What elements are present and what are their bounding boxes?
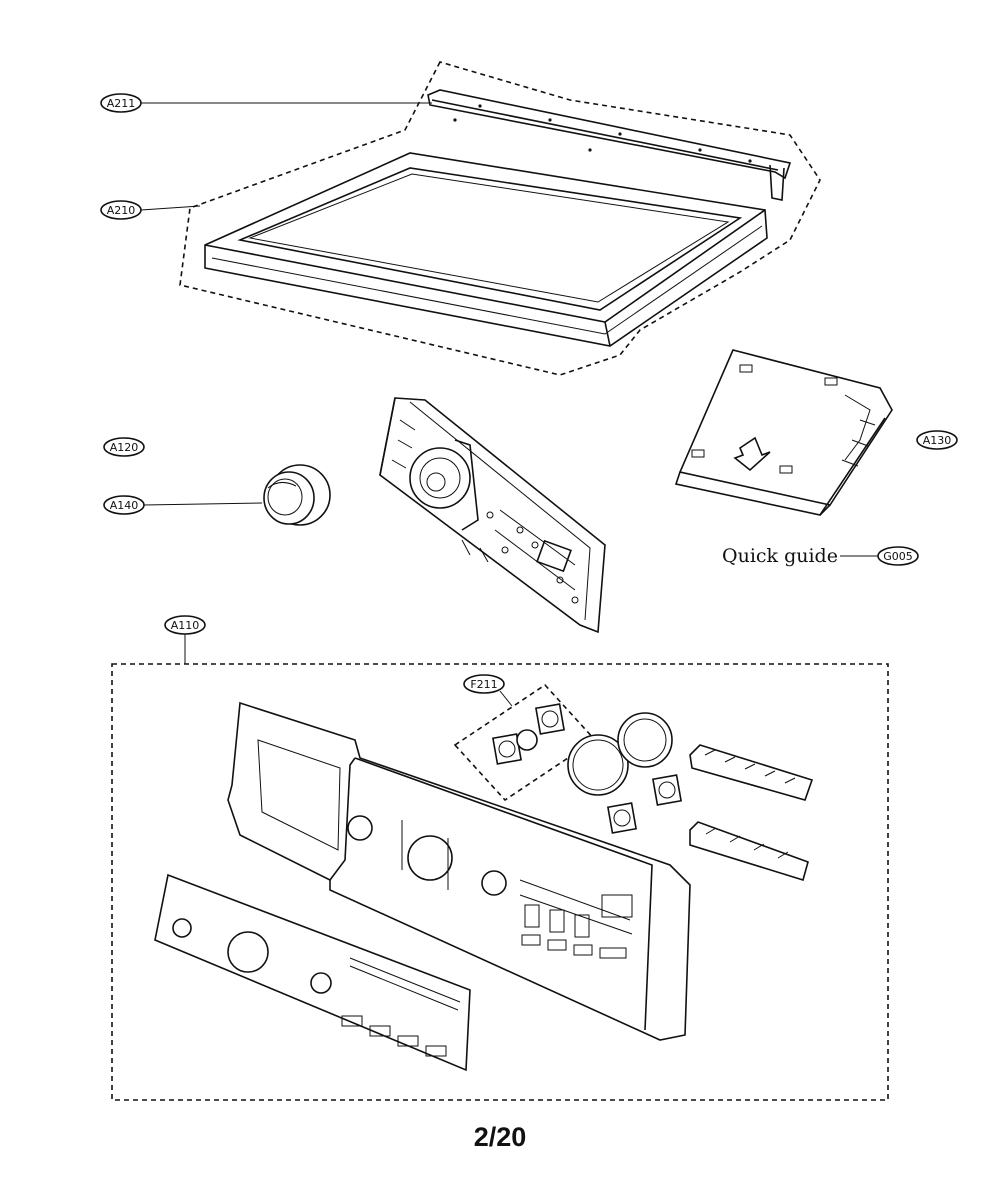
callout-a211: A211 (100, 93, 432, 113)
part-a140-knob (263, 464, 331, 526)
control-panel-group-dashed-frame (111, 663, 889, 1101)
callout-g005-label: G005 (883, 550, 913, 563)
part-front-panel-sheet (154, 873, 471, 1072)
callout-a110-label: A110 (171, 619, 200, 632)
callout-f211: F211 (463, 674, 513, 707)
part-a130-cover (674, 349, 893, 516)
callout-a130-label: A130 (923, 434, 952, 447)
part-button-strips (689, 744, 814, 882)
page-number: 2/20 (473, 1122, 527, 1152)
callout-f211-label: F211 (470, 678, 497, 691)
part-a211-bracket (427, 89, 792, 201)
callout-a211-label: A211 (107, 97, 136, 110)
part-f211-buttons (491, 703, 566, 765)
quick-guide-label: Quick guide (722, 545, 838, 567)
callout-a210: A210 (100, 200, 201, 220)
callout-a140-label: A140 (110, 499, 139, 512)
part-control-panel-housing (227, 701, 691, 1041)
part-a210-top-plate (204, 152, 768, 347)
top-plate-group (179, 61, 821, 376)
callout-a210-label: A210 (107, 204, 136, 217)
callout-a120-label: A120 (110, 441, 139, 454)
part-knob-rings (567, 712, 683, 834)
callout-a130: A130 (916, 430, 958, 450)
part-a120-pcb-assembly (379, 397, 606, 634)
callout-a140: A140 (103, 495, 263, 515)
callout-a110: A110 (164, 615, 206, 664)
top-group-dashed-outline (179, 61, 821, 376)
callout-a120: A120 (103, 437, 145, 457)
quick-guide-callout: Quick guide G005 (722, 545, 919, 567)
